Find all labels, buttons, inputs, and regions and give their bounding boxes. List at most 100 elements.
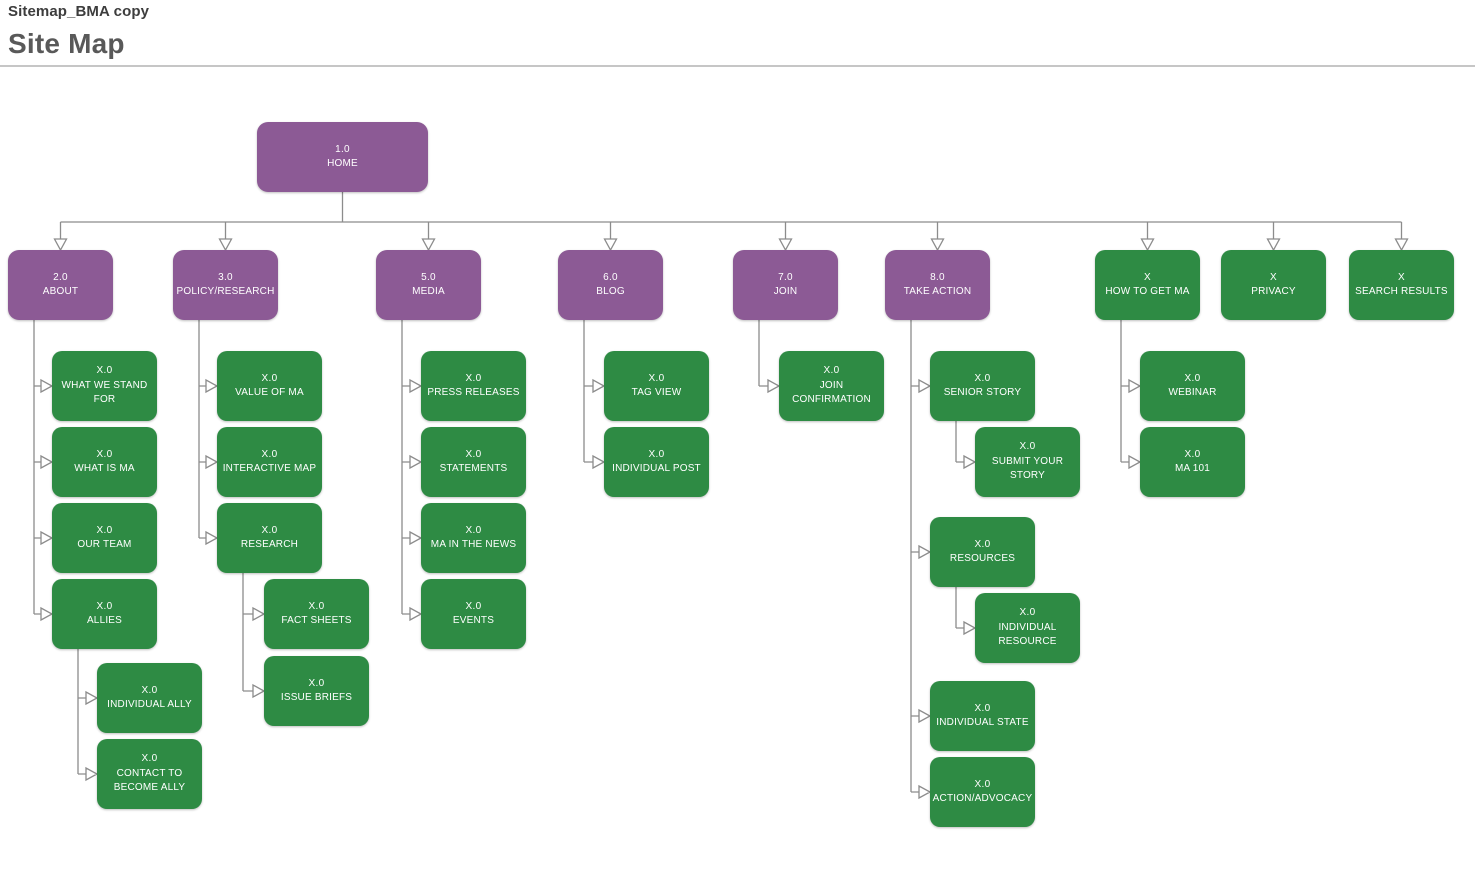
node-label: ABOUT	[42, 286, 79, 297]
node-label: INDIVIDUAL STATE	[936, 717, 1029, 728]
node-label: BLOG	[596, 286, 625, 297]
node-label: SUBMIT YOUR STORY	[991, 455, 1064, 482]
node-label: OUR TEAM	[77, 539, 132, 550]
node-number: X.0	[1019, 441, 1036, 453]
node-label: CONTACT TO BECOME ALLY	[113, 767, 186, 794]
node-label: INTERACTIVE MAP	[222, 463, 317, 474]
node-number: 3.0	[218, 271, 233, 283]
node-label: ACTION/ADVOCACY	[932, 793, 1033, 804]
node-label: SEARCH RESULTS	[1355, 286, 1448, 297]
node-label: INDIVIDUAL POST	[612, 463, 701, 474]
node-number: X.0	[823, 365, 840, 377]
node-number: X.0	[261, 372, 278, 384]
node-number: X.0	[974, 538, 991, 550]
node-number: X.0	[465, 372, 482, 384]
node-label: MA IN THE NEWS	[430, 539, 517, 550]
node-label: WHAT WE STAND FOR	[61, 379, 148, 406]
node-label: FACT SHEETS	[281, 615, 352, 626]
node-label: MA 101	[1174, 463, 1211, 474]
node-label: ISSUE BRIEFS	[280, 692, 353, 703]
node-number: X.0	[96, 365, 113, 377]
node-number: X.0	[465, 448, 482, 460]
node-label: JOIN CONFIRMATION	[792, 379, 871, 406]
node-ma-101[interactable]: X.0 MA 101	[1140, 427, 1245, 497]
node-number: X.0	[308, 600, 325, 612]
node-label: JOIN	[773, 286, 798, 297]
node-how-to-get-ma[interactable]: X HOW TO GET MA	[1095, 250, 1200, 320]
connector-lines	[33, 192, 1403, 793]
node-label: WHAT IS MA	[74, 463, 135, 474]
node-number: X.0	[141, 684, 158, 696]
node-label: INDIVIDUAL ALLY	[107, 699, 192, 710]
header-bar: Sitemap_BMA copy Site Map	[0, 0, 1475, 67]
node-label: POLICY/RESEARCH	[176, 286, 275, 297]
node-number: X.0	[308, 677, 325, 689]
connector-arrowheads	[40, 238, 1409, 800]
node-number: X.0	[261, 448, 278, 460]
node-label: HOME	[327, 158, 358, 169]
node-number: X.0	[974, 778, 991, 790]
node-label: RESOURCES	[949, 553, 1016, 564]
document-title: Sitemap_BMA copy	[8, 3, 150, 20]
node-number: X.0	[465, 524, 482, 536]
node-label: EVENTS	[452, 615, 495, 626]
node-number: X.0	[465, 600, 482, 612]
node-number: 2.0	[53, 271, 68, 283]
node-number: X.0	[1184, 372, 1201, 384]
node-label: VALUE OF MA	[235, 387, 304, 398]
node-number: 1.0	[335, 143, 350, 155]
node-privacy[interactable]: X PRIVACY	[1221, 250, 1326, 320]
node-number: X	[1144, 271, 1151, 283]
node-ma-in-the-news[interactable]: X.0 MA IN THE NEWS	[421, 503, 526, 573]
node-number: X	[1270, 271, 1277, 283]
node-number: X.0	[141, 753, 158, 765]
node-number: 7.0	[778, 271, 793, 283]
node-label: SENIOR STORY	[943, 387, 1022, 398]
node-number: X.0	[648, 372, 665, 384]
node-number: X.0	[974, 702, 991, 714]
node-label: PRIVACY	[1251, 286, 1296, 297]
node-label: WEBINAR	[1168, 387, 1217, 398]
node-number: X.0	[974, 372, 991, 384]
node-label: MEDIA	[412, 286, 445, 297]
node-number: X.0	[1184, 448, 1201, 460]
node-number: 5.0	[421, 271, 436, 283]
node-label: HOW TO GET MA	[1105, 286, 1190, 297]
node-number: X.0	[96, 600, 113, 612]
node-number: X.0	[96, 448, 113, 460]
